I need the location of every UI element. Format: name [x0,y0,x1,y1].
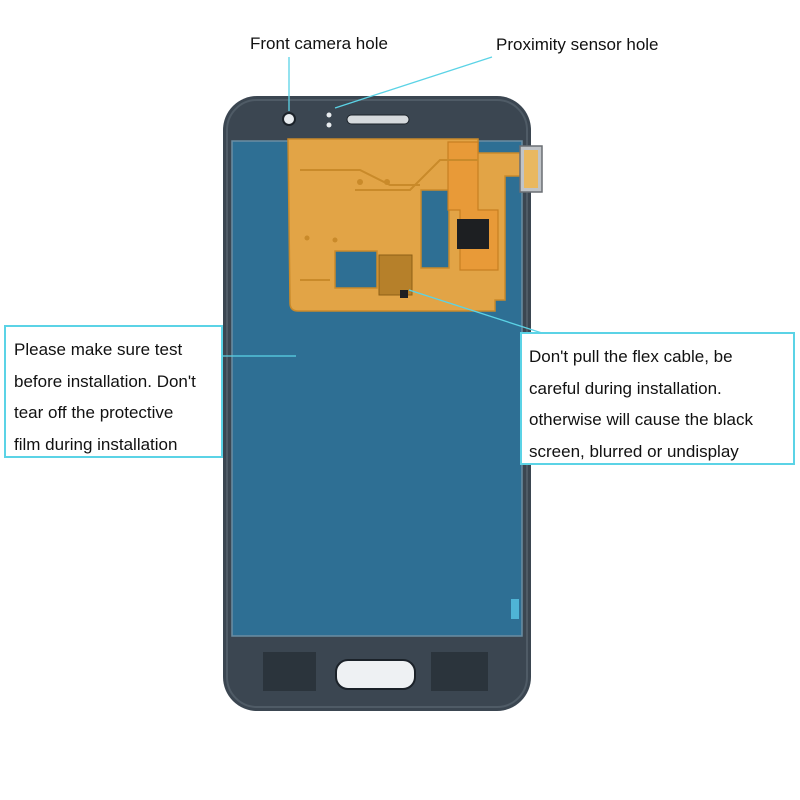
callout-line: Don't pull the flex cable, be [529,347,733,366]
leader-line-proximity [334,56,493,109]
ic-chip [457,219,489,249]
callout-line: tear off the protective [14,403,174,422]
earpiece-slot [346,114,410,125]
flex-pad [357,179,363,185]
flex-pad [332,237,338,243]
component-chip [400,290,408,298]
bottom-frame-cutout-right [431,652,488,691]
callout-line: otherwise will cause the black [529,410,753,429]
callout-line: careful during installation. [529,378,722,398]
flex-side-cutout [420,189,450,269]
callout-line: screen, blurred or undisplay [529,441,739,461]
flex-connector-pins [524,150,538,188]
panel-sticker [511,599,519,619]
front-camera-hole [282,112,296,126]
front-camera-hole-label: Front camera hole [250,34,388,53]
flex-pad [384,179,390,185]
component-cluster [378,254,413,296]
proximity-sensor-hole-2 [326,122,332,128]
bottom-frame-cutout-left [263,652,316,691]
flex-trace-1 [300,169,420,186]
callout-line: film during installation [14,434,178,454]
proximity-sensor-hole-label: Proximity sensor hole [496,35,659,54]
flex-cutout [334,250,378,289]
callout-line: Please make sure test [14,340,183,359]
home-button-hole [335,659,416,690]
leader-line-right-callout [408,289,543,334]
callout-line: before installation. Don't [14,371,196,391]
flex-pad [304,235,310,241]
proximity-sensor-hole [326,112,332,118]
flex-trace-2 [355,159,478,191]
flex-cable-warning-callout: Don't pull the flex cable, be careful du… [520,332,795,465]
test-before-installation-callout: Please make sure test before installatio… [4,325,223,458]
